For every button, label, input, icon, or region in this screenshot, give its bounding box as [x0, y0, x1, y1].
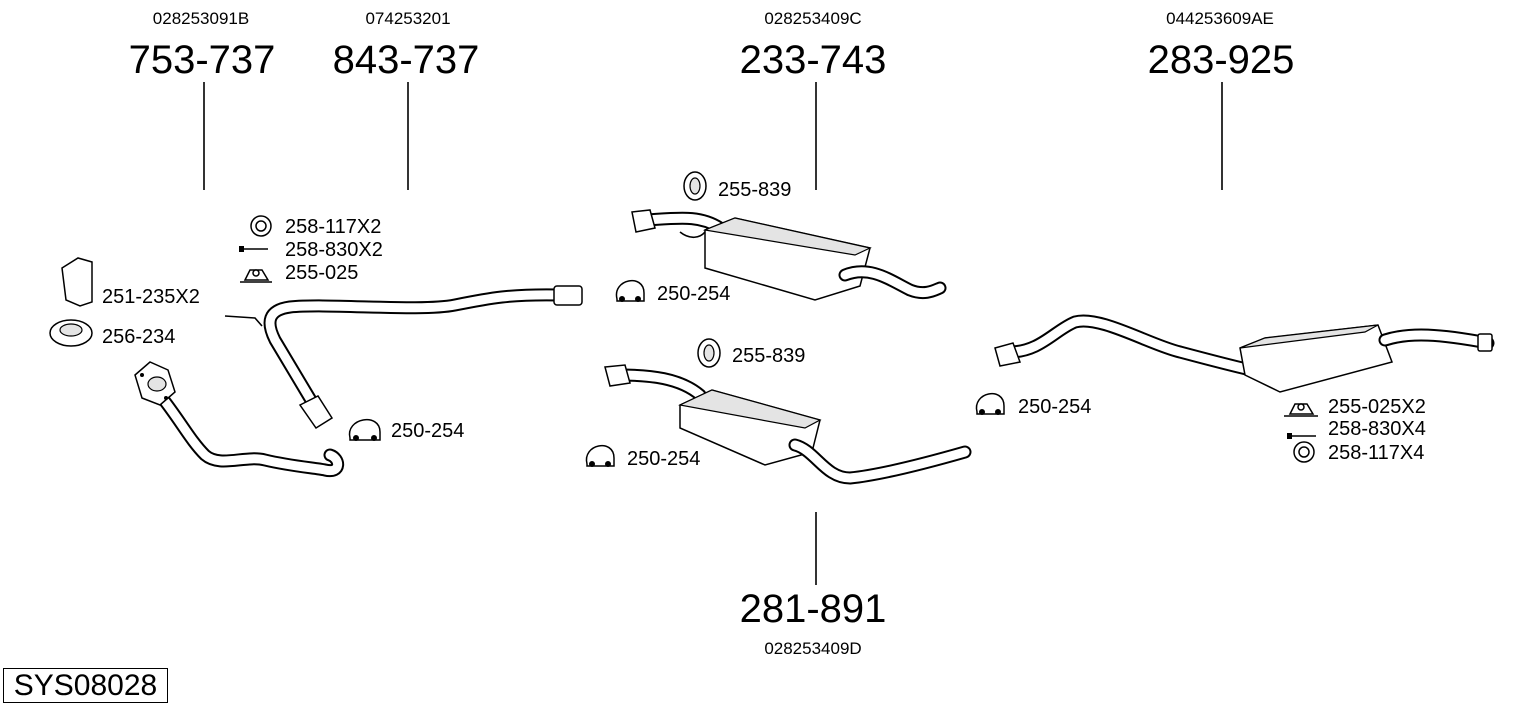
part-number-753-737[interactable]: 753-737 [129, 38, 276, 82]
gasket-ring-icon[interactable] [49, 319, 93, 347]
accessory-label-255-839-lower[interactable]: 255-839 [732, 345, 805, 367]
oem-number-753-737: 028253091B [153, 9, 249, 28]
accessory-label-250-254-upper[interactable]: 250-254 [657, 283, 730, 305]
oem-number-843-737: 074253201 [365, 9, 450, 28]
rubber-hanger-icon[interactable] [683, 171, 707, 201]
accessory-label-255-839-upper[interactable]: 255-839 [718, 179, 791, 201]
clamp-icon[interactable] [585, 444, 615, 467]
accessory-label-250-254-front[interactable]: 250-254 [391, 420, 464, 442]
oem-number-281-891: 028253409D [764, 639, 861, 658]
mount-bracket-icon[interactable] [240, 269, 272, 283]
part-number-233-743[interactable]: 233-743 [740, 38, 887, 82]
accessory-label-250-254-lower[interactable]: 250-254 [627, 448, 700, 470]
part-number-283-925[interactable]: 283-925 [1148, 38, 1295, 82]
accessory-label-250-254-rear[interactable]: 250-254 [1018, 396, 1091, 418]
bolt-icon[interactable] [239, 246, 268, 252]
clamp-icon[interactable] [975, 392, 1005, 415]
accessory-label-258-117x2[interactable]: 258-117X2 [285, 216, 381, 238]
bolt-icon[interactable] [1287, 433, 1316, 439]
part-number-281-891[interactable]: 281-891 [740, 587, 887, 631]
accessory-label-255-025x2[interactable]: 255-025X2 [1328, 396, 1426, 418]
front-pipe-753-737-drawing[interactable] [134, 361, 345, 478]
rear-muffler-281-891-drawing[interactable] [604, 364, 972, 485]
clamp-icon[interactable] [615, 279, 645, 302]
accessory-label-258-830x2[interactable]: 258-830X2 [285, 239, 383, 261]
accessory-label-258-830x4[interactable]: 258-830X4 [1328, 418, 1426, 440]
clamp-icon[interactable] [348, 418, 381, 441]
accessory-label-255-025[interactable]: 255-025 [285, 262, 358, 284]
accessory-label-251-235x2[interactable]: 251-235X2 [102, 286, 200, 308]
part-number-843-737[interactable]: 843-737 [333, 38, 480, 82]
rear-muffler-233-743-drawing[interactable] [631, 209, 947, 301]
rear-section-283-925-drawing[interactable] [994, 314, 1495, 393]
oem-number-283-925: 044253609AE [1166, 9, 1274, 28]
accessory-label-258-117x4[interactable]: 258-117X4 [1328, 442, 1424, 464]
intermediate-pipe-843-737-drawing[interactable] [224, 285, 583, 430]
bracket-icon[interactable] [61, 257, 93, 307]
system-code-label: SYS08028 [3, 668, 168, 703]
rubber-hanger-icon[interactable] [697, 338, 721, 368]
oem-number-233-743: 028253409C [764, 9, 861, 28]
accessory-label-256-234[interactable]: 256-234 [102, 326, 175, 348]
mount-bracket-icon[interactable] [1284, 403, 1318, 417]
